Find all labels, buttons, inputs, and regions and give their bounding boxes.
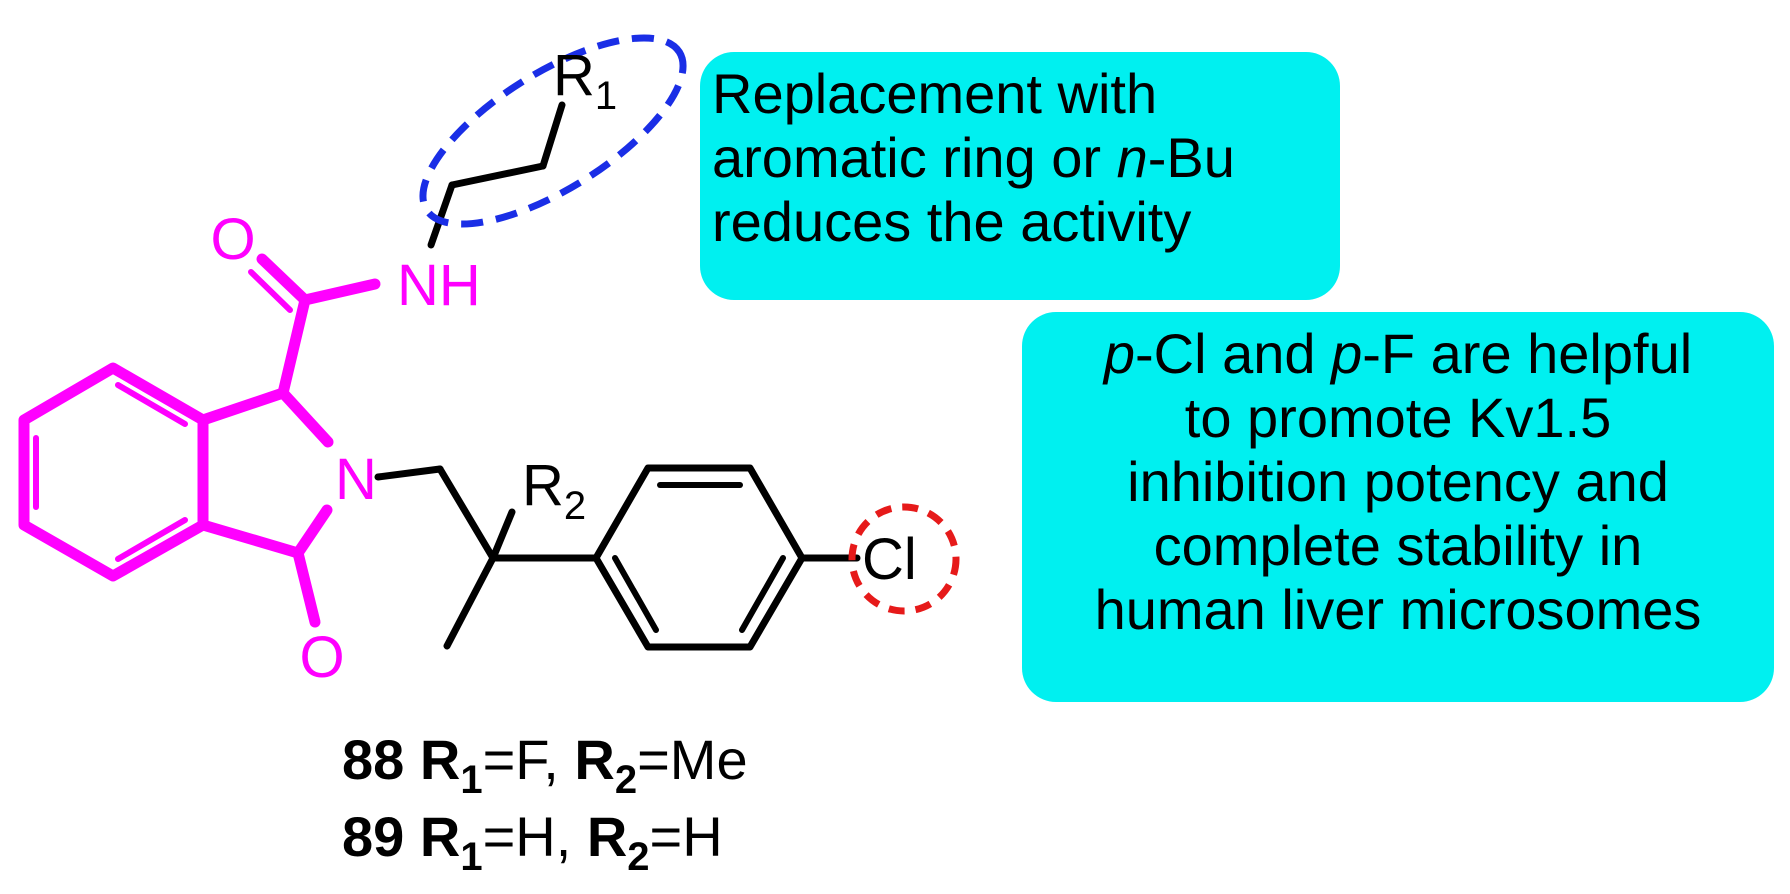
bond-ch2-cq <box>436 465 497 562</box>
bond-cq-methyl <box>443 554 497 650</box>
bond-co-n <box>292 504 333 559</box>
note-line: to promote Kv1.5 <box>1184 386 1612 449</box>
bond-ch-n <box>277 387 334 448</box>
note-line: aromatic ring or n-Bu <box>712 126 1235 189</box>
atom-nitrogen-ring: N <box>335 447 377 512</box>
inner-double-bond <box>115 382 188 427</box>
note-line: Replacement with <box>712 62 1158 125</box>
bond-cq-r2 <box>489 508 516 562</box>
bond-chain-2 <box>539 101 566 170</box>
atom-oxygen-bottom: O <box>299 625 344 690</box>
atom-nh: NH <box>397 253 481 318</box>
bond-n-ch2 <box>374 465 444 481</box>
bond-chain-1 <box>448 162 547 189</box>
compound-caption-88: 88 R1=F, R2=Me <box>342 728 748 802</box>
bond-ch-amide <box>277 294 311 399</box>
carbonyl-bond-top <box>256 253 311 306</box>
atom-r1: R1 <box>553 43 617 118</box>
bond-amide-nh <box>299 278 381 306</box>
inner-double-bond <box>739 555 786 633</box>
highlighted-core <box>18 253 381 628</box>
compound-caption-89: 89 R1=H, R2=H <box>342 805 723 879</box>
atom-oxygen-top: O <box>210 207 255 272</box>
cl-highlight-circle <box>848 503 960 615</box>
note-line: p-Cl and p-F are helpful <box>1103 322 1693 385</box>
bond-c-co <box>197 519 304 559</box>
r1-effect-note: Replacement with aromatic ring or n-Bu r… <box>700 52 1340 300</box>
bond-nh-ch2 <box>427 181 456 249</box>
cl-effect-note: p-Cl and p-F are helpful to promote Kv1.… <box>1022 312 1774 702</box>
note-line: reduces the activity <box>712 190 1192 253</box>
carbonyl-bond-top-2 <box>248 269 293 313</box>
r1-highlight-ellipse <box>419 34 687 228</box>
benzene-ring-right <box>592 464 806 651</box>
inner-double-bond <box>612 555 659 633</box>
atom-r2: R2 <box>522 453 586 528</box>
benzene-ring-left <box>18 362 209 582</box>
note-line: inhibition potency and <box>1127 450 1669 513</box>
inner-double-bond <box>115 517 188 562</box>
atom-chlorine: Cl <box>862 527 917 592</box>
note-line: human liver microsomes <box>1094 578 1702 641</box>
note-line: complete stability in <box>1153 514 1643 577</box>
skeleton <box>374 101 861 651</box>
carbonyl-bond-bottom <box>292 547 321 628</box>
bond-c-ch <box>197 387 289 426</box>
